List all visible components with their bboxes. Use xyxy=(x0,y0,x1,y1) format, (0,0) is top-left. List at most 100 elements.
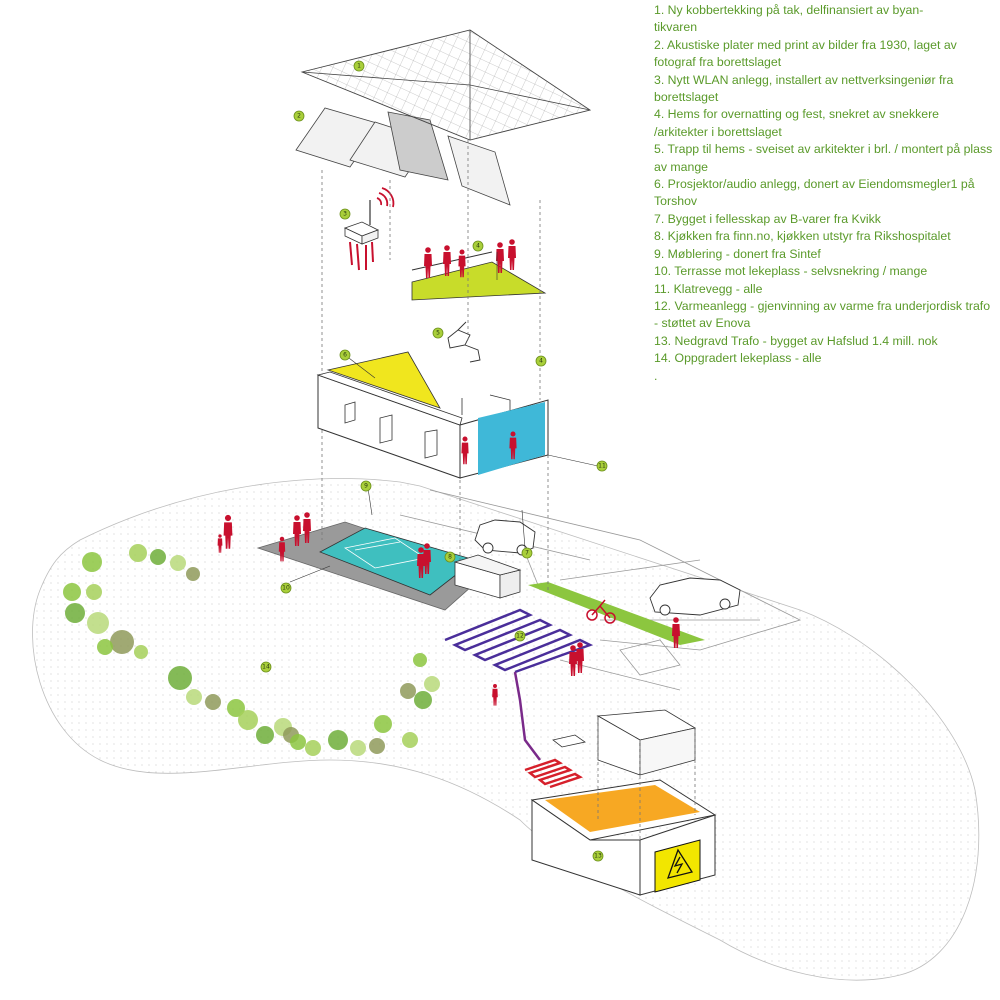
tree-5 xyxy=(186,567,200,581)
badge-7: 7 xyxy=(521,547,533,559)
kitchen xyxy=(453,554,522,599)
tree-7 xyxy=(86,584,102,600)
badge-1: 1 xyxy=(353,60,365,72)
legend: 1. Ny kobbertekking på tak, delfinansier… xyxy=(654,2,994,385)
legend-item-5: 5. Trapp til hems - sveiset av arkitekte… xyxy=(654,142,993,174)
tree-6 xyxy=(63,583,81,601)
tree-31 xyxy=(413,653,427,667)
bicycle-icon xyxy=(586,599,616,624)
svg-text:2: 2 xyxy=(297,113,301,120)
person-figure xyxy=(461,436,469,465)
legend-item-8: 8. Kjøkken fra finn.no, kjøkken utstyr f… xyxy=(654,229,951,244)
badge-11: 11 xyxy=(596,460,608,472)
tree-25 xyxy=(369,738,385,754)
person-figure xyxy=(508,239,516,270)
legend-item-13: 13. Nedgravd Trafo - bygget av Hafslud 1… xyxy=(654,333,938,348)
badge-3: 3 xyxy=(339,208,351,220)
legend-item-4: 4. Hems for overnatting og fest, snekret… xyxy=(654,107,940,139)
badge-2: 2 xyxy=(293,110,305,122)
tree-23 xyxy=(328,730,348,750)
person-figure xyxy=(417,547,425,578)
person-figure xyxy=(223,514,233,549)
person-figure xyxy=(672,617,680,648)
badge-13: 13 xyxy=(592,850,604,862)
legend-item-15: . xyxy=(654,368,658,383)
person-figure xyxy=(217,534,223,553)
tree-24 xyxy=(350,740,366,756)
legend-item-10: 10. Terrasse mot lekeplass - selvsnekrin… xyxy=(654,264,928,279)
leader-lines xyxy=(289,252,599,583)
svg-text:8: 8 xyxy=(448,554,452,561)
tree-10 xyxy=(110,630,134,654)
svg-text:5: 5 xyxy=(436,330,440,337)
person-figure xyxy=(492,684,498,706)
person-figure xyxy=(278,536,286,562)
svg-text:10: 10 xyxy=(282,585,290,592)
person-figure xyxy=(424,247,432,278)
legend-item-6: 6. Prosjektor/audio anlegg, donert av Ei… xyxy=(654,177,975,209)
tree-8 xyxy=(65,603,85,623)
playground-trees xyxy=(63,544,440,756)
heating-pipe xyxy=(444,608,594,761)
car-icon xyxy=(474,519,741,616)
person-figure xyxy=(496,242,504,273)
svg-text:3: 3 xyxy=(343,211,347,218)
tree-3 xyxy=(150,549,166,565)
grass-strip xyxy=(528,582,705,645)
loft-platform xyxy=(411,261,547,301)
person-figure xyxy=(458,249,466,278)
playground-ground xyxy=(32,478,980,981)
badge-5: 5 xyxy=(432,327,444,339)
tree-27 xyxy=(402,732,418,748)
svg-text:7: 7 xyxy=(525,550,529,557)
legend-item-14: 14. Oppgradert lekeplass - alle xyxy=(654,351,822,366)
tree-17 xyxy=(238,710,258,730)
copper-roof xyxy=(300,29,592,141)
svg-text:9: 9 xyxy=(364,483,368,490)
badge-14: 14 xyxy=(260,661,272,673)
legend-item-11: 11. Klatrevegg - alle xyxy=(654,281,763,296)
tree-22 xyxy=(305,740,321,756)
svg-text:11: 11 xyxy=(598,463,606,470)
tree-16 xyxy=(227,699,245,717)
person-figure xyxy=(569,645,577,676)
tree-18 xyxy=(256,726,274,744)
legend-item-7: 7. Bygget i fellesskap av B-varer fra Kv… xyxy=(654,211,881,226)
tree-28 xyxy=(414,691,432,709)
legend-item-1: 1. Ny kobbertekking på tak, delfinansier… xyxy=(654,3,924,35)
tree-26 xyxy=(374,715,392,733)
tree-14 xyxy=(186,689,202,705)
tree-2 xyxy=(129,544,147,562)
legend-item-3: 3. Nytt WLAN anlegg, installert av nettv… xyxy=(654,72,954,105)
person-figure xyxy=(423,543,431,574)
svg-text:14: 14 xyxy=(262,664,270,671)
svg-text:12: 12 xyxy=(516,633,524,640)
badge-12: 12 xyxy=(514,630,526,642)
wlan-router-icon xyxy=(343,187,395,271)
svg-text:13: 13 xyxy=(594,853,602,860)
badge-4a: 4 xyxy=(472,240,484,252)
badge-6: 6 xyxy=(339,349,351,361)
acoustic-panels xyxy=(295,107,511,206)
person-figure xyxy=(443,245,451,276)
svg-text:4: 4 xyxy=(539,358,543,365)
exploded-guides xyxy=(321,140,696,840)
person-figure xyxy=(509,431,517,460)
tree-30 xyxy=(400,683,416,699)
tree-11 xyxy=(97,639,113,655)
person-figure xyxy=(293,515,301,546)
tree-29 xyxy=(424,676,440,692)
tree-9 xyxy=(87,612,109,634)
badge-10: 10 xyxy=(280,582,292,594)
badge-4b: 4 xyxy=(535,355,547,367)
svg-text:1: 1 xyxy=(357,63,361,70)
tree-13 xyxy=(168,666,192,690)
person-figure xyxy=(303,512,311,543)
badge-8: 8 xyxy=(444,551,456,563)
projection-screen xyxy=(326,351,441,409)
tree-21 xyxy=(290,734,306,750)
legend-item-12: 12. Varmeanlegg - gjenvinning av varme f… xyxy=(654,298,991,331)
tree-15 xyxy=(205,694,221,710)
badge-9: 9 xyxy=(360,480,372,492)
svg-text:6: 6 xyxy=(343,352,347,359)
